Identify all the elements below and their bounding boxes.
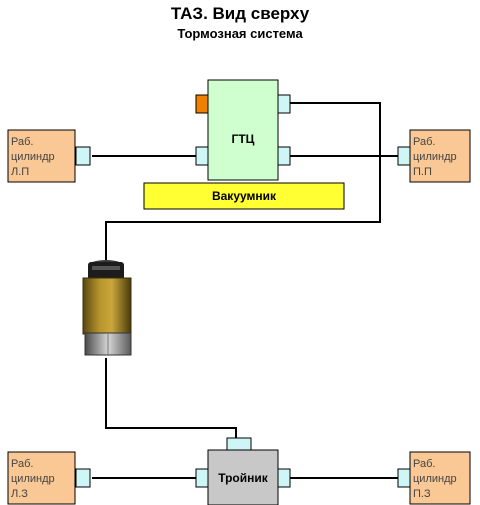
cylinder-rr-fitting (397, 468, 411, 488)
tee-label: Тройник (218, 471, 269, 485)
cylinder-rr-line-1: Раб. (413, 458, 435, 470)
vacuum-booster-label: Вакуумник (212, 189, 277, 203)
diagram-subtitle: Тормозная система (177, 26, 303, 41)
cylinder-rr-line-3: П.З (413, 488, 431, 500)
vacuum-booster: Вакуумник (143, 182, 345, 210)
wheel-cylinder-front-left: Раб. цилиндр Л.П (7, 129, 76, 183)
tee-fitting-right (277, 468, 291, 488)
cylinder-fr-line-3: П.П (413, 166, 432, 178)
cylinder-fr-line-1: Раб. (413, 136, 435, 148)
cylinder-rr-line-2: цилиндр (413, 473, 457, 485)
cylinder-rl-line-3: Л.З (11, 488, 28, 500)
tee-fitting-top (226, 437, 252, 451)
line-gtc-to-regulator (105, 102, 381, 262)
cylinder-fr-fitting (397, 146, 411, 166)
cylinder-rl-fitting (75, 468, 91, 488)
wheel-cylinder-rear-right: Раб. цилиндр П.З (409, 451, 471, 505)
cylinder-fl-line-3: Л.П (11, 166, 29, 178)
master-cylinder-fitting-left (195, 146, 209, 166)
cylinder-fl-fitting (75, 146, 91, 166)
line-regulator-to-tee (105, 358, 237, 438)
brake-pressure-regulator-icon (82, 260, 132, 356)
cylinder-rl-line-2: цилиндр (11, 473, 55, 485)
cylinder-fl-line-1: Раб. (11, 136, 33, 148)
cylinder-rl-line-1: Раб. (11, 458, 33, 470)
master-cylinder: ГТЦ (207, 79, 279, 181)
tee-block: Тройник (207, 449, 279, 505)
master-cylinder-fitting-right (277, 146, 291, 166)
master-cylinder-fitting-top-right (277, 94, 291, 114)
tee-fitting-left (195, 468, 209, 488)
master-cylinder-label: ГТЦ (232, 132, 255, 146)
master-cylinder-cap (195, 94, 209, 114)
diagram-title: ТАЗ. Вид сверху (170, 4, 310, 23)
wheel-cylinder-rear-left: Раб. цилиндр Л.З (7, 451, 76, 505)
cylinder-fr-line-2: цилиндр (413, 151, 457, 163)
wheel-cylinder-front-right: Раб. цилиндр П.П (409, 129, 471, 183)
brake-lines (92, 102, 398, 479)
cylinder-fl-line-2: цилиндр (11, 151, 55, 163)
